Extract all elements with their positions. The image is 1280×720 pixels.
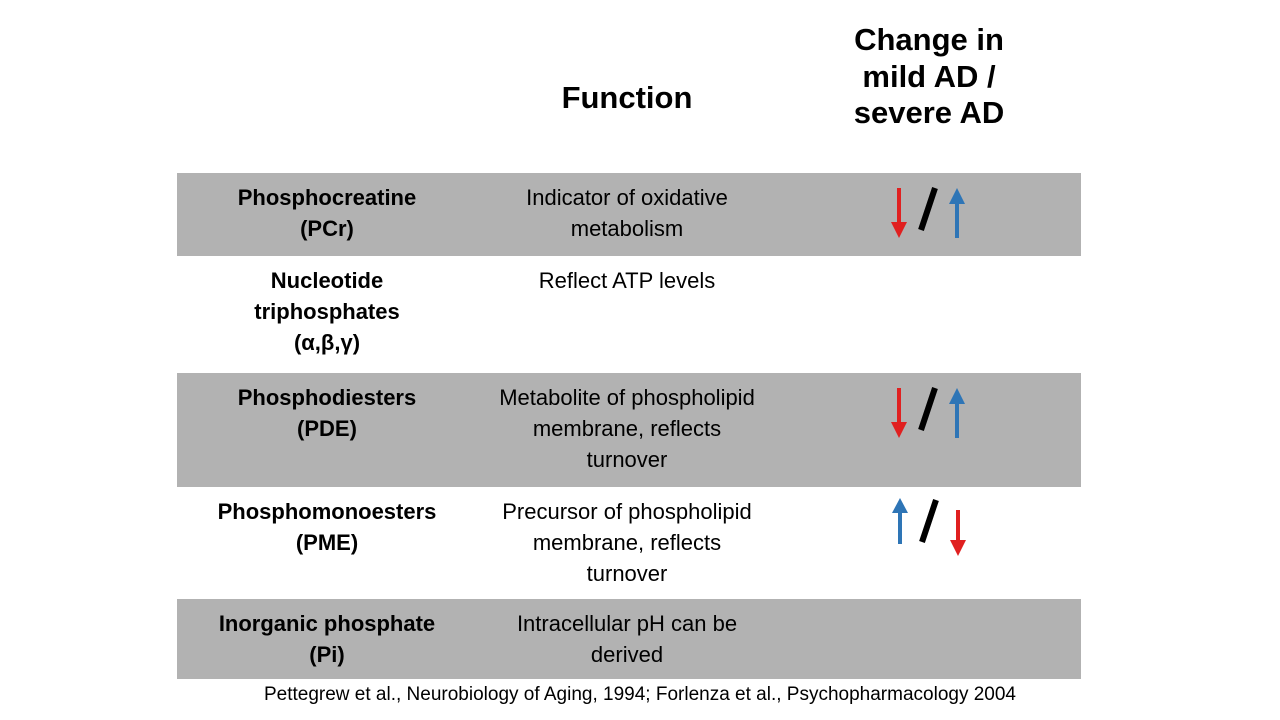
table-header: Function Change in mild AD / severe AD [177, 22, 1081, 170]
table-row: Nucleotide triphosphates (α,β,γ) Reflect… [177, 256, 1081, 373]
increase-arrow-icon [892, 498, 908, 544]
decrease-arrow-icon [891, 388, 907, 438]
decrease-arrow-icon [891, 188, 907, 238]
function-line: Intracellular pH can be [516, 610, 738, 636]
compound-line: Nucleotide [270, 268, 384, 293]
table-body: Phosphocreatine (PCr) Indicator of oxida… [177, 173, 1081, 680]
compound-line: (α,β,γ) [293, 330, 361, 356]
compound-line: (PME) [295, 530, 359, 556]
cell-compound: Phosphocreatine (PCr) [177, 173, 477, 253]
function-line: Indicator of oxidative [526, 185, 728, 210]
cell-function: Precursor of phospholipid membrane, refl… [477, 487, 777, 599]
cell-change [777, 487, 1081, 565]
cell-function: Reflect ATP levels [477, 256, 777, 305]
function-line: metabolism [570, 216, 684, 242]
table-row: Inorganic phosphate (Pi) Intracellular p… [177, 598, 1081, 680]
cell-change [777, 599, 1081, 617]
table-row: Phosphomonoesters (PME) Precursor of pho… [177, 487, 1081, 599]
compound-line: Inorganic phosphate [218, 610, 436, 636]
increase-arrow-icon [949, 388, 965, 438]
separator-slash-icon [919, 499, 939, 543]
cell-change [777, 173, 1081, 251]
arrow-pair-up-down [883, 498, 975, 556]
citation-text: Pettegrew et al., Neurobiology of Aging,… [263, 684, 1016, 705]
arrow-pair-down-up [883, 184, 975, 242]
table-row: Phosphocreatine (PCr) Indicator of oxida… [177, 173, 1081, 256]
header-change-column: Change in mild AD / severe AD [777, 22, 1081, 132]
compound-line: Phosphodiesters [237, 385, 417, 410]
cell-compound: Inorganic phosphate (Pi) [177, 599, 477, 679]
function-line: membrane, reflects [532, 416, 722, 442]
function-line: Reflect ATP levels [538, 268, 716, 293]
compound-line: Phosphomonoesters [217, 499, 437, 524]
function-line: membrane, reflects [532, 530, 722, 556]
cell-compound: Phosphomonoesters (PME) [177, 487, 477, 567]
cell-compound: Phosphodiesters (PDE) [177, 373, 477, 453]
function-line: Precursor of phospholipid [502, 499, 752, 524]
arrow-pair-down-up [883, 384, 975, 442]
cell-function: Indicator of oxidative metabolism [477, 173, 777, 253]
function-line: derived [590, 641, 664, 667]
separator-slash-icon [918, 187, 938, 231]
cell-function: Intracellular pH can be derived [477, 599, 777, 679]
increase-arrow-icon [949, 188, 965, 238]
compound-line: (PCr) [300, 216, 354, 242]
header-change-line-3: severe AD [853, 95, 1005, 131]
compound-line: (Pi) [309, 641, 345, 667]
function-line: Metabolite of phospholipid [499, 385, 755, 410]
cell-compound: Nucleotide triphosphates (α,β,γ) [177, 256, 477, 368]
function-line: turnover [586, 561, 668, 587]
compound-line: (PDE) [297, 416, 357, 442]
table-row: Phosphodiesters (PDE) Metabolite of phos… [177, 373, 1081, 487]
cell-change [777, 373, 1081, 451]
compound-line: Phosphocreatine [237, 185, 417, 210]
decrease-arrow-icon [950, 510, 966, 556]
header-change-line-2: mild AD / [862, 58, 996, 94]
header-function-column: Function [561, 80, 693, 115]
cell-change [777, 256, 1081, 274]
compound-line: triphosphates [254, 299, 400, 325]
cell-function: Metabolite of phospholipid membrane, ref… [477, 373, 777, 485]
function-line: turnover [586, 447, 668, 473]
header-change-line-1: Change in [854, 22, 1004, 57]
separator-slash-icon [918, 387, 938, 431]
